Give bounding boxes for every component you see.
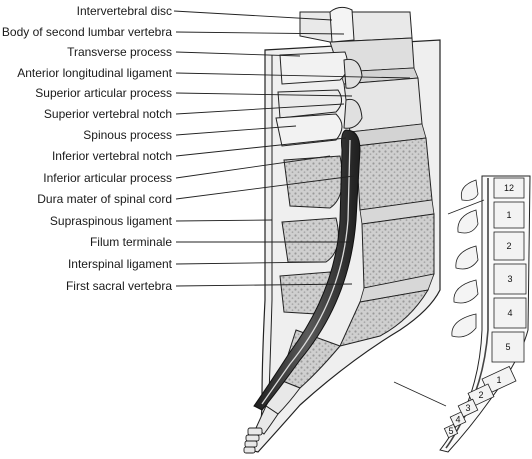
inset-sacral-segment-3: [457, 398, 479, 418]
inset-pointer-lower: [393, 381, 447, 407]
leader-line-2: [175, 31, 345, 35]
inset-vertebra-l3: [493, 263, 527, 295]
inset-vertebra-l4-number: 4: [507, 308, 512, 318]
leader-line-4: [175, 72, 411, 79]
posterior-elements-upper: [275, 51, 363, 147]
leader-line-5: [175, 92, 353, 97]
leader-line-6: [175, 103, 345, 115]
leader-line-7: [175, 125, 297, 136]
inset-sacral-number-4: 4: [455, 415, 460, 425]
label-body-second-lumbar: Body of second lumbar vertebra: [1, 25, 172, 39]
leader-line-3: [175, 51, 301, 57]
leader-line-14: [175, 283, 353, 287]
inset-vertebra-l2: [493, 231, 525, 261]
leader-line-10: [175, 175, 355, 200]
inset-vertebra-l3-number: 3: [507, 274, 512, 284]
label-superior-vertebral-notch: Superior vertebral notch: [43, 107, 172, 121]
filum-terminale: [261, 139, 351, 405]
inset-sacral-number-1: 1: [496, 375, 501, 385]
inset-vertebra-t12: [493, 177, 525, 199]
inset-vertebra-l2-number: 2: [506, 241, 511, 251]
label-spinous-process: Spinous process: [83, 128, 172, 142]
leader-line-11: [175, 219, 273, 222]
inset-sacral-number-2: 2: [478, 390, 483, 400]
inset-vertebra-l1: [493, 201, 525, 229]
inset-sacral-segment-4: [449, 411, 467, 428]
inset-spinous-processes: [451, 179, 479, 338]
label-transverse-process: Transverse process: [67, 45, 172, 59]
inset-pointer-upper: [447, 199, 485, 215]
label-filum-terminale: Filum terminale: [89, 235, 172, 249]
inset-vertebra-l4: [493, 297, 527, 329]
label-intervertebral-disc: Intervertebral disc: [76, 4, 172, 18]
label-supraspinous-ligament: Supraspinous ligament: [49, 214, 172, 228]
inset-sacral-number-5: 5: [448, 426, 453, 436]
label-inferior-vertebral-notch: Inferior vertebral notch: [51, 149, 172, 163]
main-spine-section: [243, 6, 441, 454]
label-first-sacral-vertebra: First sacral vertebra: [65, 279, 172, 293]
inset-sacral-number-3: 3: [465, 403, 470, 413]
label-interspinal-ligament: Interspinal ligament: [67, 257, 172, 271]
label-superior-articular: Superior articular process: [35, 86, 172, 100]
inset-vertebra-t12-number: 12: [504, 183, 514, 193]
inset-vertebra-l5-number: 5: [505, 342, 510, 352]
label-anterior-longitudinal: Anterior longitudinal ligament: [17, 66, 172, 80]
label-dura-mater: Dura mater of spinal cord: [37, 192, 172, 206]
leader-line-8: [175, 137, 347, 157]
vertebral-bodies-lower: [339, 137, 435, 347]
leader-line-9: [175, 155, 331, 179]
inset-sacral-segment-5: [443, 423, 459, 439]
leader-line-13: [175, 261, 327, 265]
inset-vertebra-l5: [491, 331, 525, 363]
inset-vertebra-l1-number: 1: [506, 210, 511, 220]
label-inferior-articular: Inferior articular process: [43, 171, 172, 185]
leader-line-1: [173, 10, 333, 21]
leader-lines: [173, 10, 411, 287]
